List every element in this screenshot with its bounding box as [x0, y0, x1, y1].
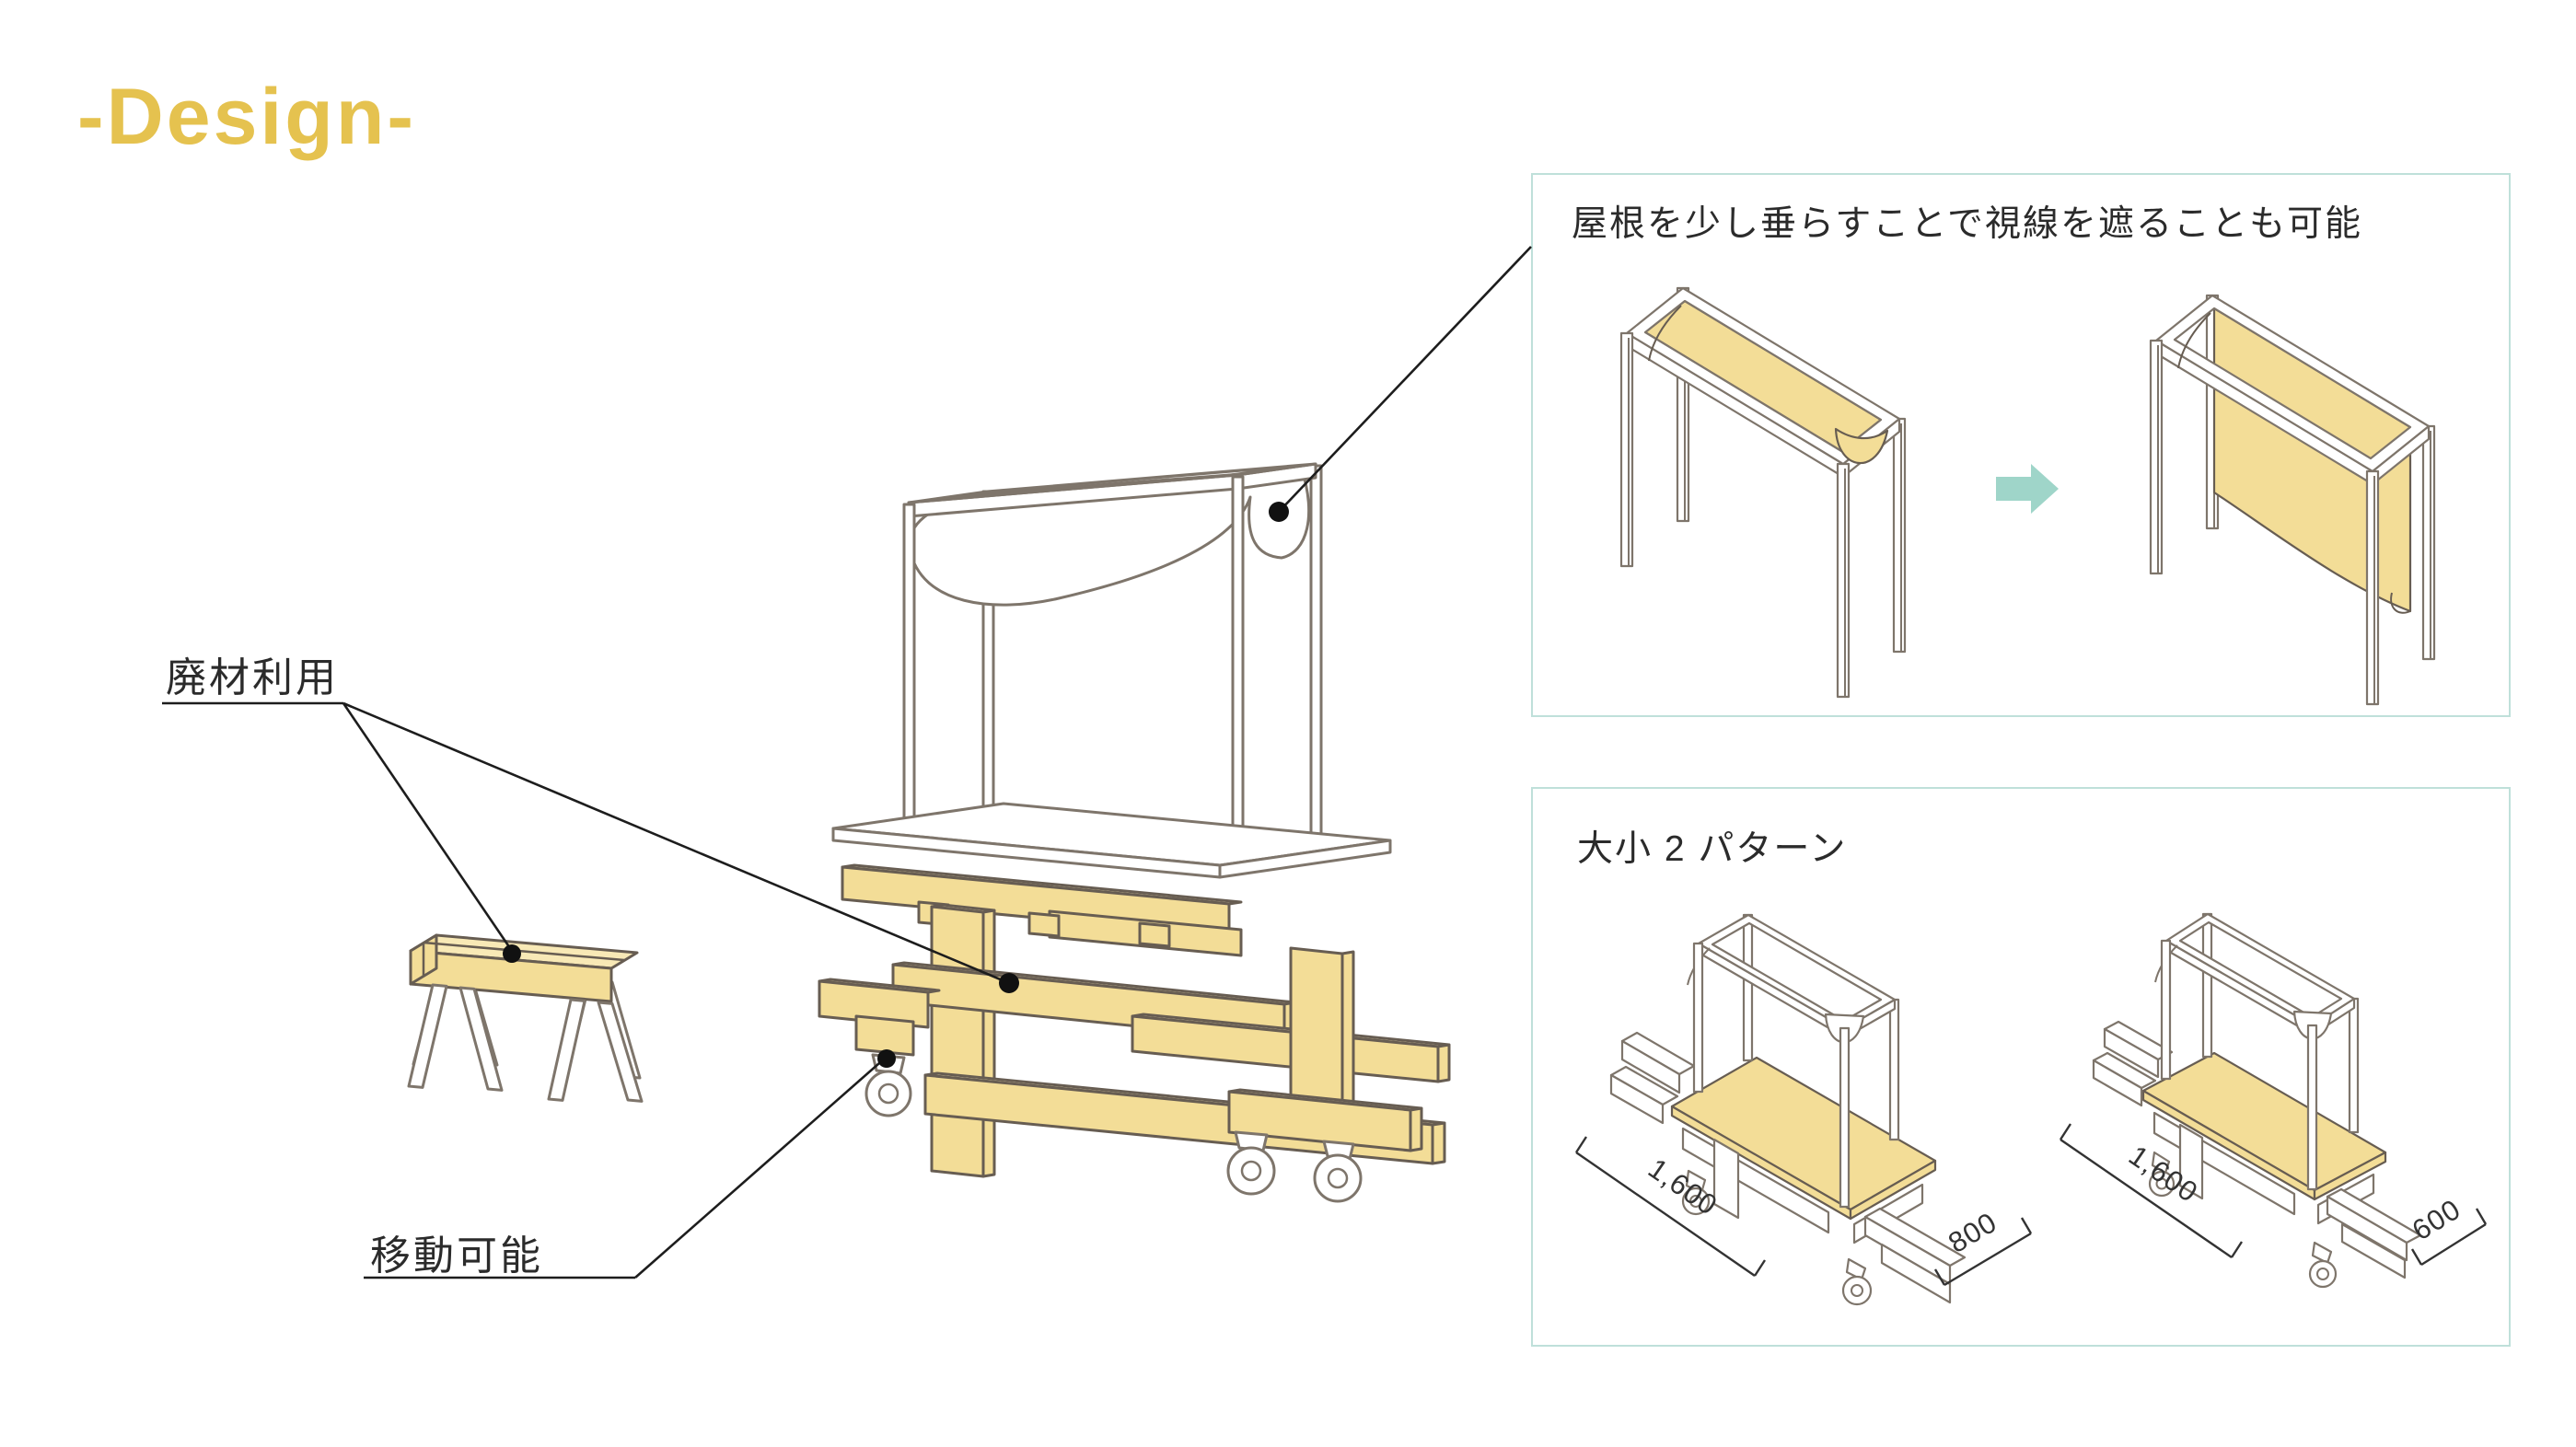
leader-line-roof-to-panel — [1278, 246, 1532, 513]
size-pattern-small: 1,600 600 — [2059, 912, 2488, 1289]
callout-dot-caster — [877, 1049, 896, 1068]
sawhorse-beam — [409, 933, 639, 1003]
callout-label-movable: 移動可能 — [370, 1233, 543, 1279]
roof-frame-after — [2149, 294, 2436, 706]
leader-line-reuse-to-cart — [342, 701, 1010, 985]
leader-line-movable-to-caster — [634, 1056, 888, 1279]
roof-frame-before — [1619, 286, 1907, 699]
fabric-sag-pocket — [1834, 427, 1889, 465]
frame-after-front-legs — [2149, 339, 2380, 706]
callouts — [162, 246, 1532, 1279]
caster-wheel-icon-right-back — [1313, 1140, 1363, 1203]
small-cart-frame — [2154, 912, 2360, 1191]
page-title: -Design- — [77, 73, 416, 161]
caster-wheel-icon-small-left — [2148, 1151, 2176, 1198]
callout-label-reuse: 廃材利用 — [166, 655, 339, 700]
caster-wheel-icon-large-left — [1681, 1169, 1711, 1216]
leader-line-reuse-to-sawhorse — [342, 702, 514, 952]
large-cart-base — [1609, 1031, 1967, 1304]
size-panel-heading: 大小 2 パターン — [1577, 829, 1848, 869]
fabric-hanging — [2212, 307, 2412, 613]
sawhorse-front-legs — [407, 983, 644, 1103]
size-pattern-large: 1,600 800 — [1574, 913, 2033, 1306]
callout-dot-canopy — [1269, 502, 1289, 522]
size-panel-figures: 1,600 800 — [1574, 912, 2488, 1306]
cart-tabletop — [831, 802, 1392, 879]
caster-wheel-icon-right-front — [1226, 1130, 1276, 1196]
cart-lumber-base — [818, 863, 1451, 1178]
frame-before-front-legs — [1619, 331, 1851, 699]
caster-wheel-icon-large-front — [1841, 1257, 1873, 1306]
right-arrow-icon — [1996, 464, 2059, 514]
roof-panel-heading: 屋根を少し垂らすことで視線を遮ることも可能 — [1572, 204, 2363, 244]
callout-dot-sawhorse — [503, 944, 521, 963]
callout-dot-lumber — [999, 973, 1019, 993]
small-cart-base — [2092, 1020, 2422, 1279]
sawhorse-figure — [407, 933, 644, 1103]
caster-wheel-icon-small-front — [2308, 1241, 2338, 1289]
main-cart-figure — [818, 462, 1451, 1203]
roof-panel-figures — [1619, 286, 2436, 706]
dimension-depth-small: 600 — [2407, 1193, 2488, 1267]
large-cart-frame — [1687, 913, 1900, 1209]
